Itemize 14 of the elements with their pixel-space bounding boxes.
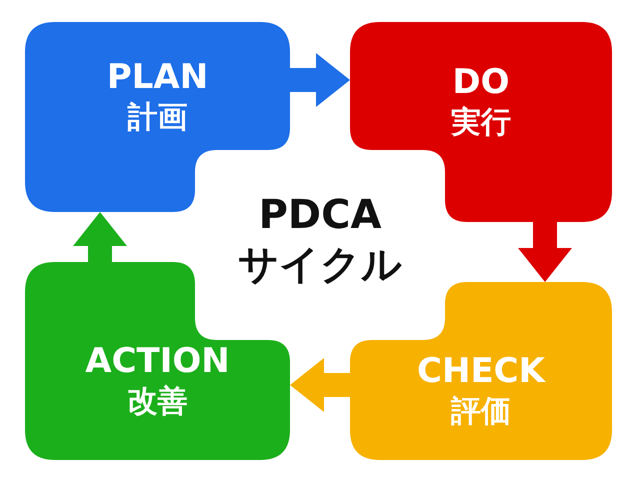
stage-title: CHECK <box>417 350 545 392</box>
stage-subtitle: 評価 <box>451 393 511 431</box>
stage-title: DO <box>452 61 510 103</box>
check-box <box>350 282 612 460</box>
center-title: PDCA サイクル <box>237 191 403 290</box>
arrow <box>73 212 127 262</box>
stage-title: PLAN <box>106 56 208 98</box>
stage-title: ACTION <box>85 340 230 382</box>
stage-subtitle: 改善 <box>128 383 188 421</box>
arrow <box>290 53 350 107</box>
arrow <box>518 222 572 282</box>
arrow <box>290 358 350 412</box>
stage-subtitle: 実行 <box>451 104 511 142</box>
stage-subtitle: 計画 <box>128 99 188 137</box>
